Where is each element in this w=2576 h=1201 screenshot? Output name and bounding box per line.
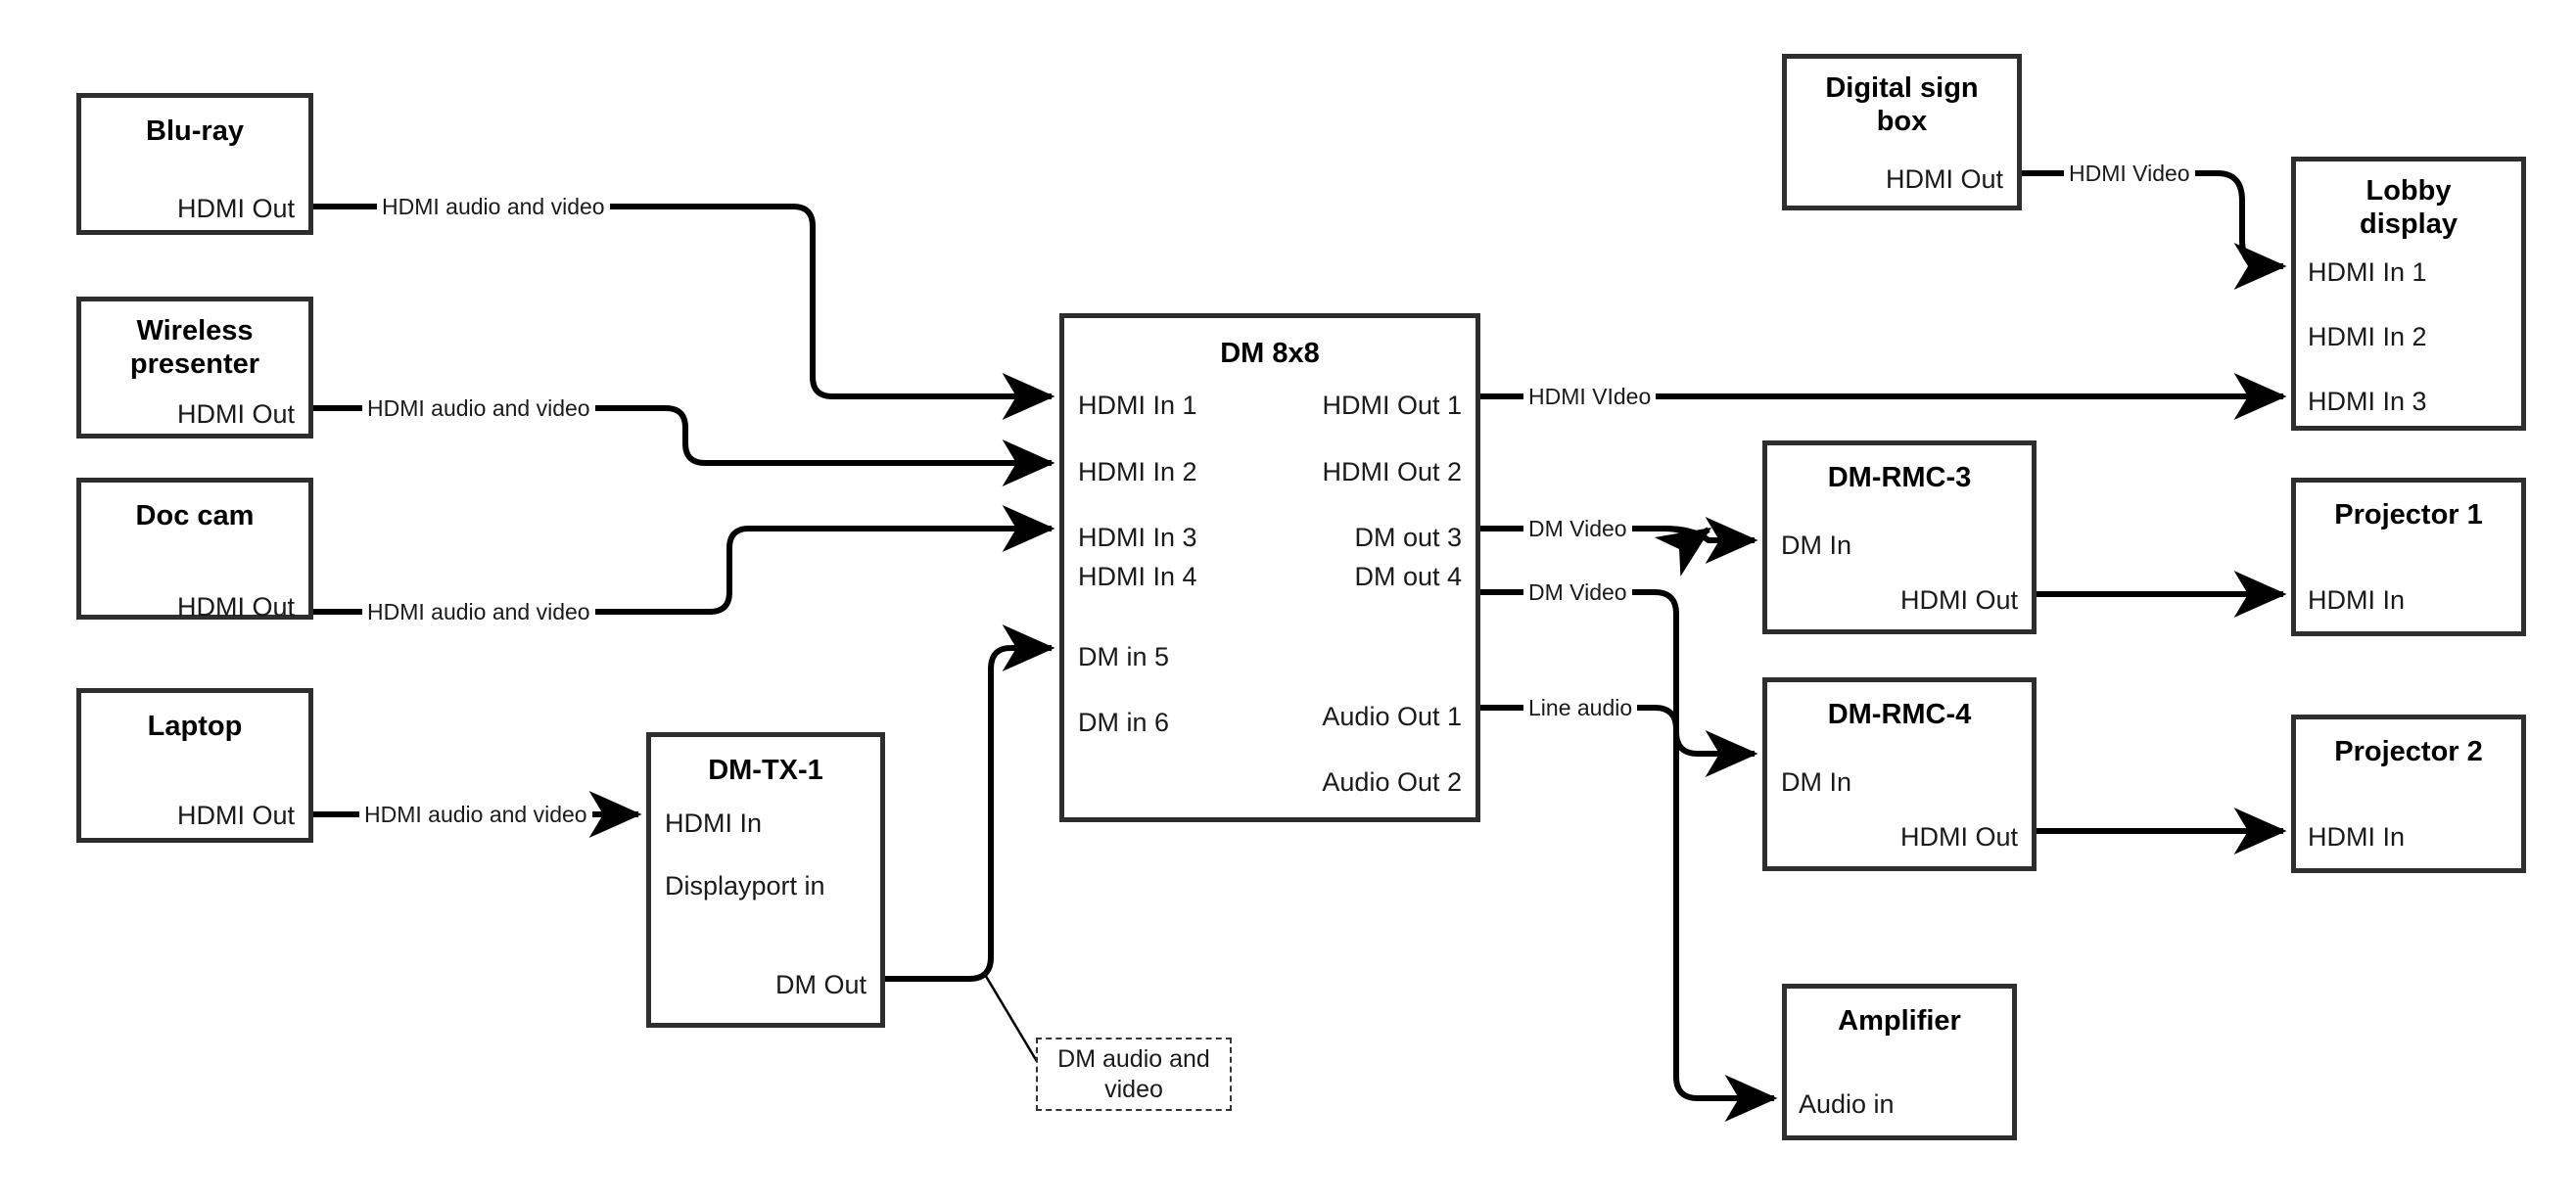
- node-laptop-title: Laptop: [147, 711, 243, 742]
- node-digital-sign-box-port-hdmi-out: HDMI Out: [1885, 164, 2003, 194]
- link-label-signbox-to-lobby-in1: HDMI Video: [2064, 162, 2195, 185]
- node-dm-rmc-3-port-dm-in: DM In: [1781, 531, 1852, 560]
- link-label-dm8x8-out1-to-lobby-in3: HDMI VIdeo: [1523, 386, 1657, 408]
- node-dm-rmc-4-title: DM-RMC-4: [1827, 699, 1972, 730]
- node-dm-rmc-4[interactable]: DM-RMC-4 DM In HDMI Out: [1762, 677, 2037, 871]
- node-dm-tx-1[interactable]: DM-TX-1 HDMI In Displayport in DM Out: [646, 732, 885, 1028]
- node-dm-8x8-port-hdmi-out-2: HDMI Out 2: [1322, 457, 1462, 486]
- node-dm-8x8-port-audio-out-2: Audio Out 2: [1322, 767, 1462, 797]
- node-dm-rmc-3-title: DM-RMC-3: [1827, 462, 1972, 493]
- wire-signbox-to-lobby-in1: [2022, 170, 2287, 290]
- node-doc-cam-title: Doc cam: [135, 500, 255, 531]
- link-label-dm8x8-out3-to-rmc3: DM Video: [1523, 518, 1632, 540]
- link-label-dm8x8-aout1-to-amplifier: Line audio: [1523, 697, 1638, 719]
- node-dm-8x8-port-dm-in-6: DM in 6: [1078, 708, 1170, 737]
- node-dm-8x8-port-hdmi-in-1: HDMI In 1: [1078, 391, 1197, 420]
- node-projector-1[interactable]: Projector 1 HDMI In: [2291, 478, 2526, 636]
- node-dm-rmc-3-port-hdmi-out: HDMI Out: [1899, 585, 2018, 615]
- node-projector-2[interactable]: Projector 2 HDMI In: [2291, 715, 2526, 873]
- node-dm-8x8-port-hdmi-in-2: HDMI In 2: [1078, 457, 1197, 486]
- node-dm-tx-1-port-displayport-in: Displayport in: [665, 871, 825, 901]
- node-dm-8x8-port-hdmi-out-1: HDMI Out 1: [1322, 391, 1462, 420]
- node-lobby-display-port-hdmi-in-2: HDMI In 2: [2308, 322, 2427, 351]
- node-dm-8x8-port-dm-in-5: DM in 5: [1078, 642, 1170, 671]
- link-label-wireless-to-dm8x8-in2: HDMI audio and video: [362, 397, 595, 420]
- node-dm-8x8-port-dm-out-3: DM out 3: [1354, 523, 1462, 552]
- node-dm-tx-1-title: DM-TX-1: [708, 755, 823, 786]
- wire-bluray-to-dm8x8-in1: [313, 204, 1055, 420]
- node-doc-cam[interactable]: Doc cam HDMI Out: [76, 478, 313, 622]
- node-wireless-presenter-port-hdmi-out: HDMI Out: [176, 399, 295, 429]
- node-lobby-display-port-hdmi-in-3: HDMI In 3: [2308, 387, 2427, 416]
- node-projector-2-title: Projector 2: [2334, 736, 2483, 767]
- node-dm-tx-1-port-dm-out: DM Out: [774, 970, 866, 999]
- node-dm-tx-1-port-hdmi-in: HDMI In: [665, 808, 763, 838]
- node-bluray-title: Blu-ray: [146, 115, 244, 147]
- node-projector-1-title: Projector 1: [2334, 499, 2483, 531]
- node-dm-8x8-title: DM 8x8: [1220, 338, 1320, 369]
- callout-dm-audio-and-video: DM audio and video: [1036, 1038, 1232, 1111]
- node-laptop[interactable]: Laptop HDMI Out: [76, 688, 313, 843]
- node-amplifier-port-audio-in: Audio in: [1799, 1089, 1895, 1119]
- node-laptop-port-hdmi-out: HDMI Out: [176, 801, 295, 830]
- link-label-doccam-to-dm8x8-in3: HDMI audio and video: [362, 601, 595, 624]
- node-amplifier-title: Amplifier: [1838, 1005, 1961, 1037]
- node-bluray[interactable]: Blu-ray HDMI Out: [76, 93, 313, 235]
- wire-dm8x8-out4-to-rmc4: [1480, 589, 1758, 777]
- node-projector-2-port-hdmi-in: HDMI In: [2308, 822, 2406, 852]
- callout-leader-line: [982, 972, 1040, 1064]
- node-dm-rmc-3[interactable]: DM-RMC-3 DM In HDMI Out: [1762, 440, 2037, 634]
- node-dm-rmc-4-port-dm-in: DM In: [1781, 767, 1852, 797]
- node-doc-cam-port-hdmi-out: HDMI Out: [176, 592, 295, 622]
- node-bluray-port-hdmi-out: HDMI Out: [176, 194, 295, 223]
- node-dm-8x8-port-audio-out-1: Audio Out 1: [1322, 702, 1462, 731]
- node-amplifier[interactable]: Amplifier Audio in: [1782, 984, 2017, 1140]
- node-dm-rmc-4-port-hdmi-out: HDMI Out: [1899, 822, 2018, 852]
- node-projector-1-port-hdmi-in: HDMI In: [2308, 585, 2406, 615]
- link-label-dm8x8-out4-to-rmc4: DM Video: [1523, 581, 1632, 604]
- node-dm-8x8-port-dm-out-4: DM out 4: [1354, 562, 1462, 591]
- wire-dm8x8-aout1-to-amplifier: [1480, 705, 1778, 1122]
- node-dm-8x8[interactable]: DM 8x8 HDMI In 1 HDMI In 2 HDMI In 3 HDM…: [1059, 313, 1480, 822]
- node-dm-8x8-port-hdmi-in-4: HDMI In 4: [1078, 562, 1197, 591]
- node-lobby-display-port-hdmi-in-1: HDMI In 1: [2308, 257, 2427, 287]
- link-label-bluray-to-dm8x8-in1: HDMI audio and video: [377, 196, 610, 218]
- wire-dmtx1-to-dm8x8-in5: [885, 624, 1055, 982]
- link-label-laptop-to-dmtx1: HDMI audio and video: [359, 804, 592, 826]
- node-dm-8x8-port-hdmi-in-3: HDMI In 3: [1078, 523, 1197, 552]
- wire-dm8x8-out3-to-rmc3-tail: [1663, 517, 1758, 564]
